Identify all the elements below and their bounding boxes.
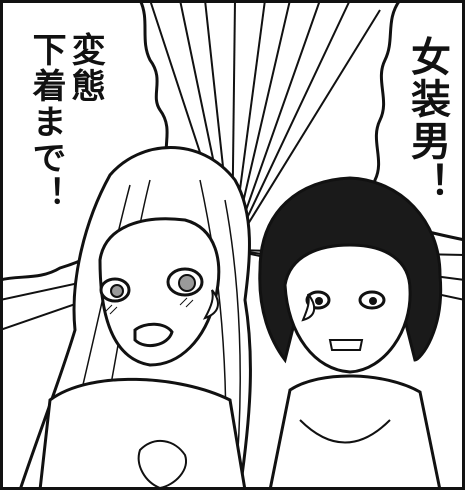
blonde-blush (104, 297, 194, 315)
speech-line: 下着まで！ (26, 32, 67, 212)
dark-girl-arms (299, 419, 391, 444)
dark-girl-face (283, 243, 412, 374)
blonde-hand (137, 440, 187, 490)
blonde-sweat-drop (202, 289, 219, 320)
blonde-eyes (99, 267, 204, 303)
blonde-mouth (133, 322, 174, 348)
speech-line: 女装男！ (404, 36, 450, 204)
blonde-girl-body (38, 377, 247, 490)
dark-girl-sweat-drop (301, 293, 316, 322)
dark-girl-body (268, 374, 442, 490)
speech-text-left: 変態 下着まで！ (26, 32, 106, 212)
speech-line: 変態 (65, 32, 106, 104)
speech-text-right: 女装男！ (404, 36, 450, 204)
dark-girl-mouth (328, 339, 364, 351)
